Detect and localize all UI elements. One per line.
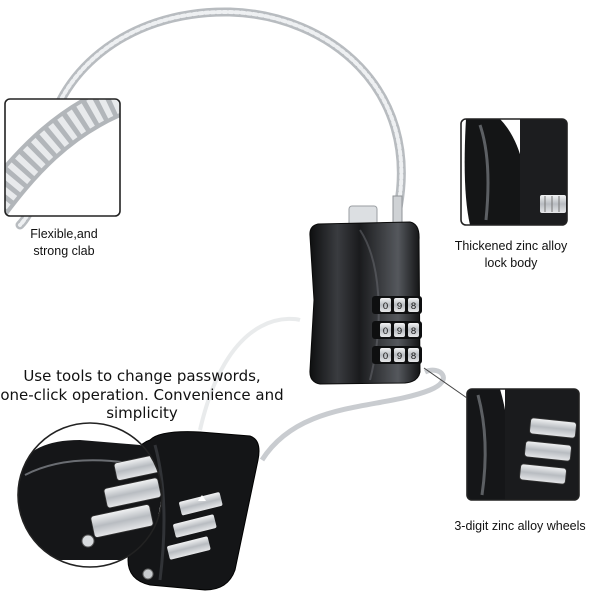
tools-caption-line-1: Use tools to change passwords, xyxy=(23,367,261,385)
flexible-cable-label-line-1: Flexible,and xyxy=(30,227,98,241)
tools-caption: Use tools to change passwords, one-click… xyxy=(0,367,284,423)
secondary-cable xyxy=(259,367,446,462)
dial-row-3 xyxy=(372,346,422,364)
flexible-cable-label-line-2: strong clab xyxy=(33,244,95,258)
flexible-cable-label: Flexible,and strong clab xyxy=(8,226,120,260)
tools-caption-line-2: one-click operation. Convenience and xyxy=(0,385,284,404)
dial-digit: 8 xyxy=(411,301,416,312)
lock-body-label: Thickened zinc alloy lock body xyxy=(436,238,586,272)
dial-digit: 0 xyxy=(383,326,388,337)
flexible-cable-callout xyxy=(5,99,120,216)
dial-digit: 8 xyxy=(411,326,416,337)
dial-digit: 0 xyxy=(383,351,388,362)
dial-digit: 8 xyxy=(411,351,416,362)
wheels-label: 3-digit zinc alloy wheels xyxy=(454,519,586,533)
secondary-lock-body xyxy=(127,431,260,591)
dial-digit: 9 xyxy=(397,301,402,312)
dial-digit: 9 xyxy=(397,351,402,362)
lock-body-label-line-2: lock body xyxy=(484,256,538,270)
lock-body-label-line-1: Thickened zinc alloy xyxy=(454,239,568,253)
wheels-callout xyxy=(467,389,579,500)
dial-row-1 xyxy=(372,296,422,314)
dial-digit: 9 xyxy=(397,326,402,337)
dial-row-2 xyxy=(372,321,422,339)
dial-digit: 0 xyxy=(383,301,388,312)
lock-body-callout xyxy=(461,119,567,225)
tools-caption-line-3: simplicity xyxy=(106,404,178,422)
main-dials: 0 9 8 0 9 8 0 9 8 xyxy=(372,296,422,364)
magnifier-callout xyxy=(18,423,162,567)
